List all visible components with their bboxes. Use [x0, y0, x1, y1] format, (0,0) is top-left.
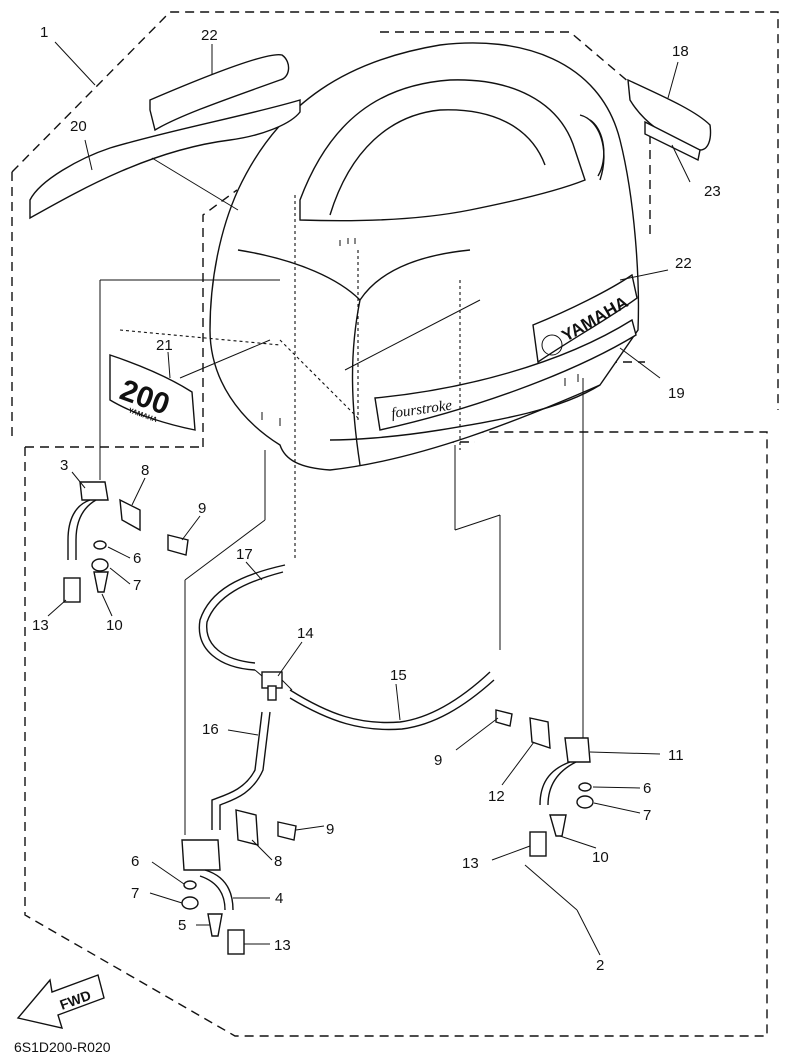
callout-11: 11: [668, 747, 684, 764]
top-cowling: [209, 42, 640, 471]
callout-1: 1: [40, 24, 48, 41]
callout-8: 8: [274, 853, 282, 870]
callout-18: 18: [672, 43, 689, 60]
hardware-leaders: [47, 471, 661, 945]
callout-7: 7: [643, 807, 651, 824]
callout-19: 19: [668, 385, 685, 402]
callout-13: 13: [462, 855, 479, 872]
callout-15: 15: [390, 667, 407, 684]
callout-2: 2: [596, 957, 604, 974]
callout-6: 6: [643, 780, 651, 797]
decal-23: [644, 120, 701, 162]
bottom-cowling-assembly-outline: [24, 431, 768, 1037]
callout-22: 22: [201, 27, 218, 44]
callout-7: 7: [133, 577, 141, 594]
decal-22-top: [149, 53, 290, 132]
callout-17: 17: [236, 546, 253, 563]
callout-10: 10: [592, 849, 609, 866]
leader-lines: [54, 41, 691, 956]
joint-14: [254, 669, 293, 701]
callout-16: 16: [202, 721, 219, 738]
callout-23: 23: [704, 183, 721, 200]
decal-19: fourstroke: [374, 318, 637, 431]
callout-7: 7: [131, 885, 139, 902]
callout-20: 20: [70, 118, 87, 135]
callout-5: 5: [178, 917, 186, 934]
callout-9: 9: [326, 821, 334, 838]
hardware-right: [495, 709, 594, 857]
callout-22: 22: [675, 255, 692, 272]
callout-10: 10: [106, 617, 123, 634]
callout-21: 21: [156, 337, 173, 354]
hose-17: [198, 564, 286, 671]
hose-15: [289, 671, 495, 731]
callout-9: 9: [434, 752, 442, 769]
hose-routing: [119, 195, 461, 560]
callout-8: 8: [141, 462, 149, 479]
callout-6: 6: [133, 550, 141, 567]
hardware-left-upper: [63, 481, 189, 603]
callout-13: 13: [274, 937, 291, 954]
hose-16: [211, 711, 271, 830]
callout-4: 4: [275, 890, 283, 907]
top-cowling-assembly-outline: [11, 11, 779, 440]
callout-13: 13: [32, 617, 49, 634]
callout-3: 3: [60, 457, 68, 474]
drawing-code: 6S1D200-R020: [14, 1039, 111, 1055]
callout-12: 12: [488, 788, 505, 805]
callout-14: 14: [297, 625, 314, 642]
decal-20: [29, 99, 301, 220]
callout-9: 9: [198, 500, 206, 517]
callouts: 1 2 3 4 5 6 6 6 7 7 7 8 8 9 9 9 10 10 11…: [32, 24, 721, 974]
hardware-left-lower: [181, 809, 297, 955]
decal-21: 200 YAMAHA: [109, 354, 196, 431]
callout-6: 6: [131, 853, 139, 870]
fwd-arrow: FWD: [16, 974, 105, 1029]
